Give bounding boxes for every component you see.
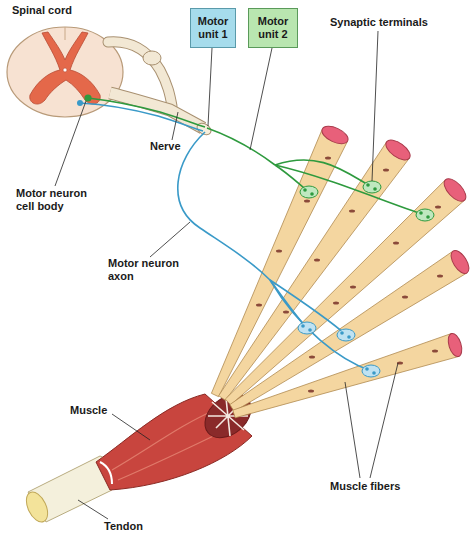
motor-unit-box: Motor unit 1: [190, 8, 236, 48]
nuclei: [256, 157, 443, 393]
terminal-bouton: [303, 188, 307, 192]
axon-branch: [275, 160, 372, 187]
part-label: Muscle: [70, 404, 130, 417]
tendon-junction: [100, 462, 112, 484]
leader-line: [78, 500, 108, 519]
terminal-bouton: [419, 211, 423, 215]
axon-trunk: [207, 128, 275, 165]
nucleus: [350, 286, 356, 289]
motor-neuron-cell-body: [84, 94, 91, 101]
nucleus: [333, 302, 339, 305]
fiber-cut-end: [448, 248, 473, 277]
part-label: Muscle fibers: [330, 480, 440, 493]
fiber-cut-end: [440, 175, 469, 205]
terminal-bouton: [310, 192, 314, 196]
synaptic-terminal: [300, 186, 318, 198]
nucleus: [432, 350, 438, 353]
leader-line: [345, 382, 360, 478]
axon-trunk: [178, 132, 270, 280]
axon-branch: [270, 280, 346, 335]
root-ganglion: [143, 51, 161, 65]
synaptic-terminal: [362, 365, 380, 377]
box-label: Motor unit 2: [249, 15, 297, 41]
blue-axon: [178, 132, 371, 371]
box-label: Motor unit 1: [191, 15, 235, 41]
terminal-bouton: [366, 183, 370, 187]
blue-terminals: [298, 322, 380, 377]
nucleus: [276, 250, 282, 253]
nucleus: [256, 304, 262, 307]
leader-line: [172, 112, 178, 140]
nucleus: [402, 296, 408, 299]
gray-matter: [30, 32, 101, 104]
part-label: Synaptic terminals: [330, 16, 460, 29]
motor-unit-box: Motor unit 2: [248, 8, 298, 48]
green-axon: [207, 128, 425, 215]
leader-line: [55, 101, 86, 186]
leader-line: [372, 31, 378, 181]
terminal-bouton: [365, 367, 369, 371]
fiber-cut-end: [383, 136, 414, 164]
terminal-bouton: [340, 331, 344, 335]
muscle-fiber: [233, 334, 459, 418]
nucleus: [309, 356, 315, 359]
part-label: Motor neuron cell body: [16, 187, 100, 213]
part-label: Tendon: [104, 520, 174, 533]
leader-line: [150, 222, 190, 257]
terminal-bouton: [347, 335, 351, 339]
terminal-bouton: [426, 215, 430, 219]
nucleus: [383, 169, 389, 172]
part-label: Spinal cord: [12, 4, 112, 17]
nucleus: [308, 390, 314, 393]
synaptic-terminal: [298, 322, 316, 334]
axon-branch: [270, 280, 371, 371]
part-label: Nerve: [150, 140, 200, 153]
axon-branch: [270, 280, 307, 328]
green-terminals: [300, 181, 434, 221]
nucleus: [435, 206, 441, 209]
leader-line: [370, 363, 398, 478]
leader-line: [112, 414, 150, 440]
leader-line: [250, 48, 272, 150]
terminal-bouton: [301, 324, 305, 328]
tendon-cut-end: [22, 489, 52, 526]
nucleus: [325, 157, 331, 160]
nucleus: [304, 200, 310, 203]
central-canal: [63, 68, 67, 72]
fiber-cut-end: [319, 123, 350, 147]
synaptic-terminal: [416, 209, 434, 221]
leader-line: [208, 48, 212, 126]
leader-lines: [55, 31, 398, 519]
nucleus: [349, 210, 355, 213]
median-sulcus: [65, 27, 66, 40]
nucleus: [314, 259, 320, 262]
blue-axon-root: [80, 103, 203, 131]
nucleus: [393, 242, 399, 245]
nucleus: [437, 275, 443, 278]
nucleus: [283, 311, 289, 314]
synaptic-terminal: [337, 329, 355, 341]
motor-neuron-cell-body: [77, 100, 83, 106]
part-label: Motor neuron axon: [108, 257, 192, 283]
terminal-bouton: [373, 187, 377, 191]
axon-branch: [275, 165, 425, 215]
terminal-bouton: [308, 328, 312, 332]
terminal-bouton: [372, 371, 376, 375]
fiber-cut-end: [446, 332, 465, 358]
synaptic-terminal: [363, 181, 381, 193]
